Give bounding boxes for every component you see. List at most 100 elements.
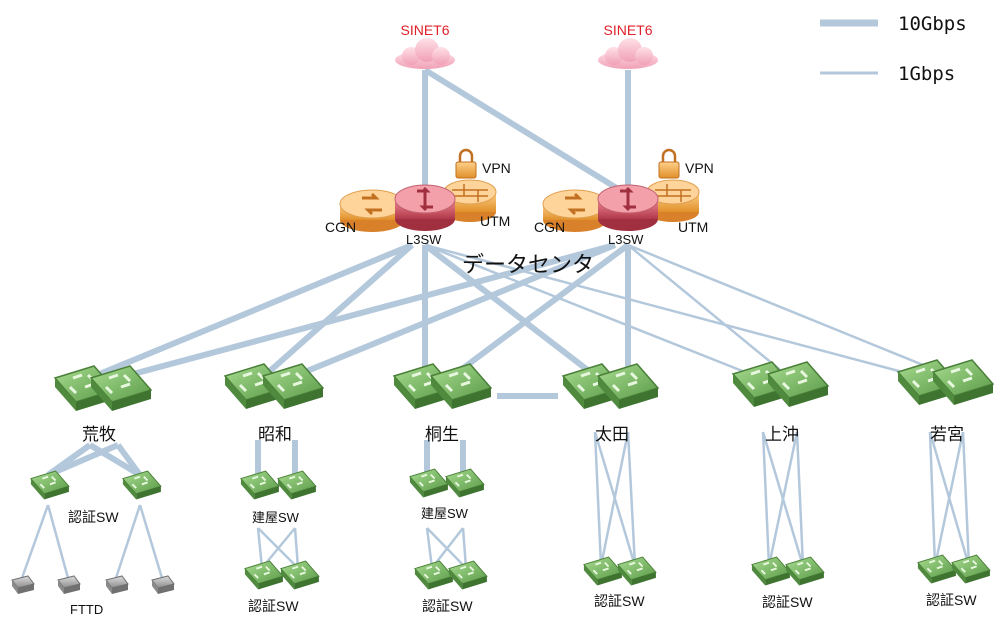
- aramaki-fttd-label: FTTD: [70, 602, 103, 617]
- link: [593, 431, 603, 567]
- auth-switch-icon: [785, 556, 825, 586]
- legend-1g-label: 1Gbps: [898, 63, 955, 85]
- lock-icon: [658, 148, 680, 179]
- campus-labels: 荒牧 昭和 桐生 太田 上沖 若宮: [82, 425, 964, 444]
- showa-bldg-sw-label: 建屋SW: [252, 510, 300, 525]
- vpn-label: VPN: [685, 160, 714, 176]
- lock-icon: [455, 148, 477, 179]
- link: [961, 431, 971, 567]
- ota-auth-sw-label: 認証SW: [594, 593, 645, 609]
- link: [293, 527, 300, 569]
- auth-switch-icon: [122, 470, 162, 500]
- link: [928, 431, 937, 567]
- kiryu-bldg-sw-label: 建屋SW: [421, 506, 469, 521]
- link: [424, 243, 926, 380]
- link: [46, 442, 120, 478]
- link: [795, 431, 805, 567]
- campus-label-wakamiya: 若宮: [930, 425, 964, 444]
- link: [88, 442, 142, 478]
- core-switch-icon: [596, 363, 660, 409]
- fttd-terminal-icon: [105, 575, 129, 594]
- core-switch-icon: [89, 365, 153, 411]
- auth-switch-icon: [583, 556, 623, 586]
- link: [461, 527, 468, 569]
- utm-label: UTM: [678, 219, 708, 235]
- aramaki-auth-sw-label: 認証SW: [68, 509, 119, 525]
- link: [627, 243, 956, 380]
- link: [761, 431, 771, 567]
- wakamiya-auth-sw-label: 認証SW: [926, 592, 977, 608]
- link: [117, 242, 616, 381]
- links-1g: [20, 243, 971, 579]
- legend: 10Gbps 1Gbps: [820, 13, 967, 85]
- legend-10g-label: 10Gbps: [898, 13, 967, 35]
- campus-label-kamioki: 上沖: [765, 425, 799, 444]
- access-switches: [30, 468, 991, 590]
- kiryu-auth-sw-label: 認証SW: [422, 598, 473, 614]
- campus-label-ota: 太田: [595, 425, 629, 444]
- link: [599, 431, 630, 567]
- sinet-right-label: SINET6: [603, 22, 652, 38]
- link: [424, 243, 761, 380]
- tier-labels: 認証SW 建屋SW 建屋SW FTTD 認証SW 認証SW 認証SW 認証SW …: [68, 506, 977, 617]
- building-switch-icon: [445, 468, 485, 498]
- firewall-icon: [443, 179, 497, 222]
- link: [88, 242, 414, 381]
- link: [288, 242, 617, 381]
- datacenter-title: データセンタ: [462, 252, 594, 277]
- datacenter-right: CGN L3SW VPN UTM: [534, 148, 714, 247]
- link: [114, 504, 142, 579]
- building-switch-icon: [277, 470, 317, 500]
- utm-label: UTM: [480, 213, 510, 229]
- fttd-terminal-icon: [151, 575, 175, 594]
- sinet-right: SINET6: [598, 22, 658, 69]
- sinet-left: SINET6: [395, 22, 455, 69]
- link: [627, 244, 791, 379]
- campus-label-showa: 昭和: [258, 425, 292, 444]
- l3sw-label: L3SW: [406, 232, 442, 247]
- l3-switch-icon: [597, 184, 659, 231]
- vpn-label: VPN: [482, 160, 511, 176]
- core-switch-icon: [261, 363, 325, 409]
- fttd-terminal-icon: [57, 575, 81, 594]
- l3sw-label: L3SW: [608, 232, 644, 247]
- link: [448, 242, 630, 381]
- datacenter-left: CGN L3SW VPN UTM: [325, 148, 511, 247]
- auth-switch-icon: [280, 560, 320, 590]
- cloud-icon: [395, 38, 455, 69]
- core-switch-icon: [429, 363, 493, 409]
- link: [423, 67, 630, 198]
- auth-switch-icon: [30, 470, 70, 500]
- link: [767, 431, 799, 567]
- link: [260, 242, 414, 381]
- link: [425, 527, 434, 569]
- auth-switch-icon: [951, 554, 991, 584]
- link: [115, 443, 143, 477]
- campus-label-kiryu: 桐生: [425, 425, 459, 444]
- l3-switch-icon: [394, 184, 456, 231]
- auth-switch-icon: [751, 556, 791, 586]
- link: [46, 504, 70, 579]
- links-10g: [46, 67, 631, 478]
- auth-switch-icon: [414, 560, 454, 590]
- auth-switch-icon: [244, 560, 284, 590]
- links: [20, 67, 971, 579]
- kamioki-auth-sw-label: 認証SW: [762, 594, 813, 610]
- core-switch-icon: [931, 359, 995, 405]
- auth-switch-icon: [448, 560, 488, 590]
- building-switch-icon: [240, 470, 280, 500]
- fttd-terminal-icon: [11, 575, 35, 594]
- cgn-router-icon: [339, 189, 405, 232]
- link: [423, 242, 600, 381]
- fttd-terminals: [11, 575, 175, 594]
- cgn-router-icon: [542, 189, 608, 232]
- cgn-label: CGN: [325, 219, 356, 235]
- showa-auth-sw-label: 認証SW: [248, 598, 299, 614]
- link: [933, 431, 965, 567]
- auth-switch-icon: [917, 554, 957, 584]
- link: [138, 504, 164, 579]
- link: [256, 527, 264, 569]
- cloud-icon: [598, 38, 658, 69]
- campus-switches: [53, 359, 995, 411]
- core-switch-icon: [766, 361, 830, 407]
